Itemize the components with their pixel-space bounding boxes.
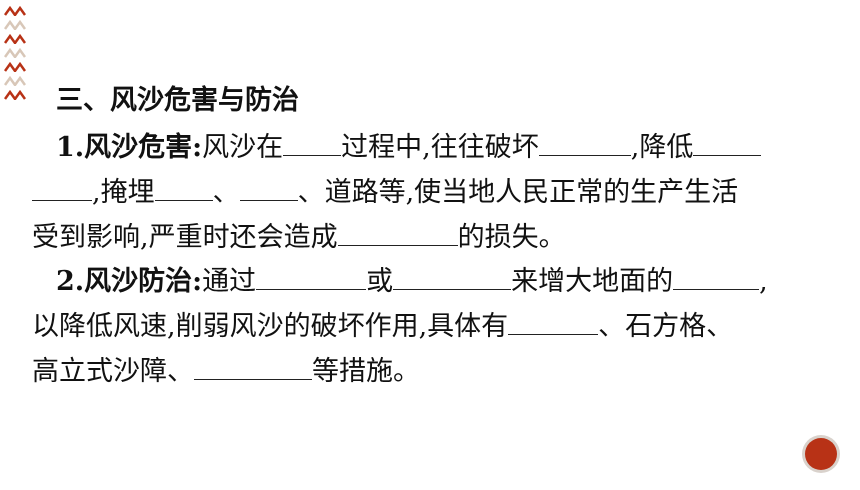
fill-blank[interactable]: [337, 219, 458, 246]
fill-blank[interactable]: [239, 174, 298, 201]
text-run: ,: [759, 266, 768, 297]
zigzag-icon: [4, 48, 26, 58]
text-run: ,掩埋: [92, 177, 155, 208]
fill-blank[interactable]: [393, 263, 512, 290]
zigzag-icon: [4, 34, 26, 44]
text-run: 、: [212, 177, 240, 208]
fill-blank[interactable]: [194, 353, 312, 380]
corner-decoration: [0, 0, 30, 490]
fill-blank[interactable]: [256, 263, 367, 290]
page-number-badge: [805, 438, 837, 470]
text-run: 、道路等,使当地人民正常的生产生活: [297, 177, 739, 208]
text-run: 来增大地面的: [511, 266, 674, 297]
text-run: 风沙在: [202, 132, 284, 163]
text-run: 高立式沙障、: [32, 356, 194, 387]
fill-blank[interactable]: [538, 129, 631, 156]
zigzag-icon: [4, 6, 26, 16]
item1-line1: 1.风沙危害:风沙在 过程中,往往破坏 ,降低: [56, 129, 762, 166]
text-run: 以降低风速,削弱风沙的破坏作用,具体有: [32, 311, 509, 342]
text-run: 的损失。: [457, 222, 566, 253]
fill-blank[interactable]: [673, 263, 760, 290]
zigzag-icon: [4, 20, 26, 30]
text-run: 过程中,往往破坏: [341, 132, 539, 163]
text-run: 等措施。: [312, 356, 420, 387]
text-run: 或: [366, 266, 394, 297]
text-run: ,降低: [630, 132, 694, 163]
item1-label: 1.风沙危害:: [56, 132, 203, 163]
item1-line2: ,掩埋 、 、道路等,使当地人民正常的生产生活: [32, 174, 738, 211]
text-run: 受到影响,严重时还会造成: [32, 222, 338, 253]
text-run: 通过: [202, 266, 257, 297]
zigzag-icon: [4, 62, 26, 72]
text-run: 、石方格、: [598, 311, 734, 342]
section-heading: 三、风沙危害与防治: [56, 85, 299, 116]
fill-blank[interactable]: [283, 129, 342, 156]
item2-line3: 高立式沙障、 等措施。: [32, 353, 420, 390]
item1-line3: 受到影响,严重时还会造成 的损失。: [32, 219, 566, 256]
zigzag-icon: [4, 90, 26, 100]
item2-line1: 2.风沙防治:通过 或 来增大地面的,: [56, 263, 768, 300]
zigzag-icon: [4, 76, 26, 86]
item2-label: 2.风沙防治:: [56, 266, 203, 297]
fill-blank[interactable]: [32, 174, 92, 201]
fill-blank[interactable]: [154, 174, 213, 201]
fill-blank[interactable]: [693, 129, 762, 156]
fill-blank[interactable]: [508, 308, 599, 335]
item2-line2: 以降低风速,削弱风沙的破坏作用,具体有 、石方格、: [32, 308, 733, 345]
